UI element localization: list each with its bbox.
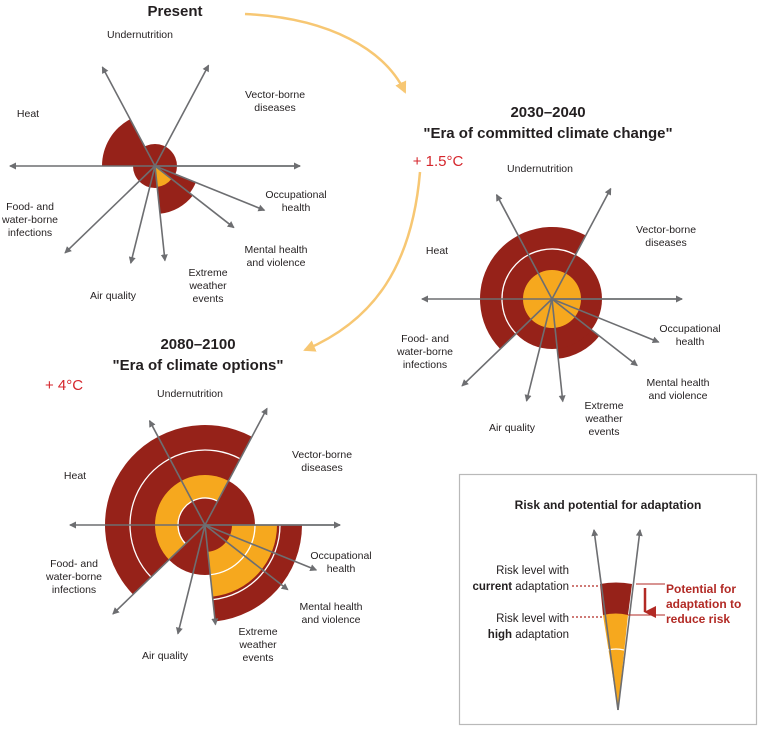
late-temperature: + 4°C [45, 377, 83, 394]
present-axis-heat [101, 66, 156, 167]
legend-wedge [591, 529, 643, 711]
late-radial-chart [69, 407, 341, 635]
late-axis-heat [148, 419, 206, 526]
late-label-air-quality: Air quality [142, 650, 189, 662]
present-label-heat: Heat [17, 108, 39, 120]
flow-arrow-present-to-mid [244, 12, 407, 94]
mid-axis-occ [551, 298, 660, 344]
mid-axis-food [461, 298, 553, 387]
mid-title: 2030–2040 [510, 104, 585, 121]
mid-label-undernutrition: Undernutrition [507, 163, 573, 175]
legend-high-line2: high adaptation [488, 629, 569, 641]
flow-arrow-mid-to-late [303, 171, 422, 352]
present-axis-food [64, 165, 156, 254]
legend-high-line1: Risk level with [496, 613, 569, 625]
mid-label-heat: Heat [426, 245, 448, 257]
late-axis-under [204, 407, 268, 526]
late-divider-occ-arc-outer [212, 524, 281, 601]
legend-axis-right [617, 529, 643, 711]
mid-risk-wedges [479, 226, 602, 359]
mid-temperature: + 1.5°C [413, 153, 464, 170]
present-axis-extreme [154, 165, 168, 262]
mid-axis-under [551, 187, 612, 300]
late-title: 2080–2100 [160, 336, 235, 353]
late-divider-heat-arc-outer [129, 449, 241, 578]
present-axis-air [128, 165, 156, 264]
present-axes [9, 64, 301, 264]
legend-current-line1: Risk level with [496, 565, 569, 577]
late-label-heat: Heat [64, 470, 86, 482]
late-axis-mental [204, 524, 289, 591]
present-label-undernutrition: Undernutrition [107, 29, 173, 41]
legend-panel: Risk and potential for adaptation Risk l… [458, 473, 758, 726]
late-axis-occ [204, 524, 318, 571]
legend-title: Risk and potential for adaptation [515, 498, 702, 512]
mid-label-air-quality: Air quality [489, 422, 536, 434]
late-label-undernutrition: Undernutrition [157, 388, 223, 400]
present-axis-mental [154, 165, 235, 229]
legend-axis-left [591, 529, 619, 711]
present-radial-chart [9, 64, 301, 264]
mid-axes [421, 187, 683, 403]
late-axes [69, 407, 341, 635]
mid-axis-heat [495, 193, 553, 300]
present-title: Present [147, 3, 202, 20]
mid-axis-extreme [551, 298, 566, 403]
legend-high-cone [603, 613, 628, 710]
mid-axis-mental [551, 298, 638, 367]
present-label-air-quality: Air quality [90, 290, 137, 302]
late-axis-extreme [204, 524, 219, 626]
mid-subtitle: "Era of committed climate change" [423, 125, 672, 142]
late-divider-occ-mid [210, 524, 256, 576]
late-axis-food [112, 524, 206, 615]
late-axis-air [175, 524, 206, 635]
present-axis-under [154, 64, 210, 167]
mid-divider-heat-arc [501, 248, 576, 335]
present-axis-occ [154, 165, 266, 212]
mid-axis-air [524, 298, 553, 402]
late-divider-heat-inner [177, 497, 218, 545]
legend-current-line2: current adaptation [472, 581, 569, 593]
late-subtitle: "Era of climate options" [113, 357, 284, 374]
present-sector-extreme-high [155, 166, 172, 187]
mid-radial-chart [421, 187, 683, 403]
legend-current-band [600, 582, 632, 615]
